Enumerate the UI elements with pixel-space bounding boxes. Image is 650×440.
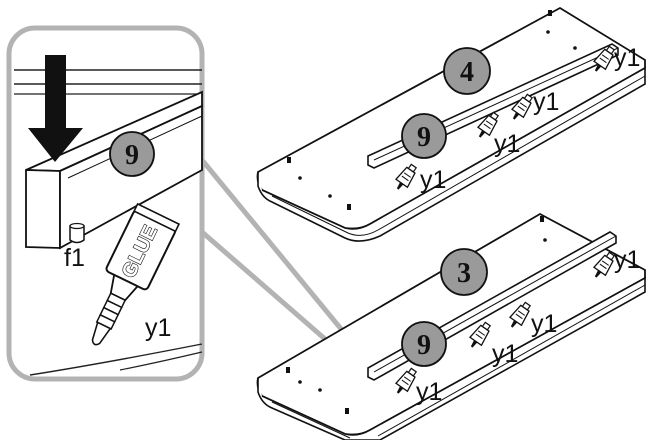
panel-top-glue-label: y1 xyxy=(494,130,520,158)
panel-top-glue-label: y1 xyxy=(533,88,559,116)
detail-label-glue: y1 xyxy=(145,314,171,342)
panel-top-glue-label: y1 xyxy=(420,166,446,194)
panel-bottom-glue-label: y1 xyxy=(416,378,442,406)
detail-label-foot: f1 xyxy=(64,244,85,272)
leader-line-upper xyxy=(200,158,362,354)
panel-top-rail-badge: 9 xyxy=(401,113,447,159)
panel-top-step-number: 4 xyxy=(460,57,474,88)
panel-bottom-glue-label: y1 xyxy=(492,340,518,368)
detail-rail xyxy=(25,90,203,250)
glue-bottle-icon: GLUE xyxy=(91,202,181,346)
panel-top-step-badge: 4 xyxy=(443,47,491,95)
panel-bottom-glue-label: y1 xyxy=(614,246,640,274)
panel-top-glue-label: y1 xyxy=(614,44,640,72)
panel-bottom-glue-label: y1 xyxy=(531,310,557,338)
panel-bottom-step-number: 3 xyxy=(457,258,471,289)
panel-bottom: 3 9 y1 y1 y1 y1 xyxy=(256,212,646,440)
detail-step-badge: 9 xyxy=(109,131,155,177)
down-arrow-icon xyxy=(28,55,83,162)
panel-bottom-rail-number: 9 xyxy=(417,330,431,361)
panel-bottom-step-badge: 3 xyxy=(440,248,488,296)
detail-step-number: 9 xyxy=(125,140,139,171)
panel-top: 4 9 y1 y1 y1 y1 xyxy=(256,6,646,242)
detail-callout: 9 GLUE f1 y1 xyxy=(6,25,362,382)
panel-bottom-rail-badge: 9 xyxy=(401,321,447,367)
detail-foot xyxy=(69,222,85,244)
panel-top-rail-number: 9 xyxy=(417,122,431,153)
